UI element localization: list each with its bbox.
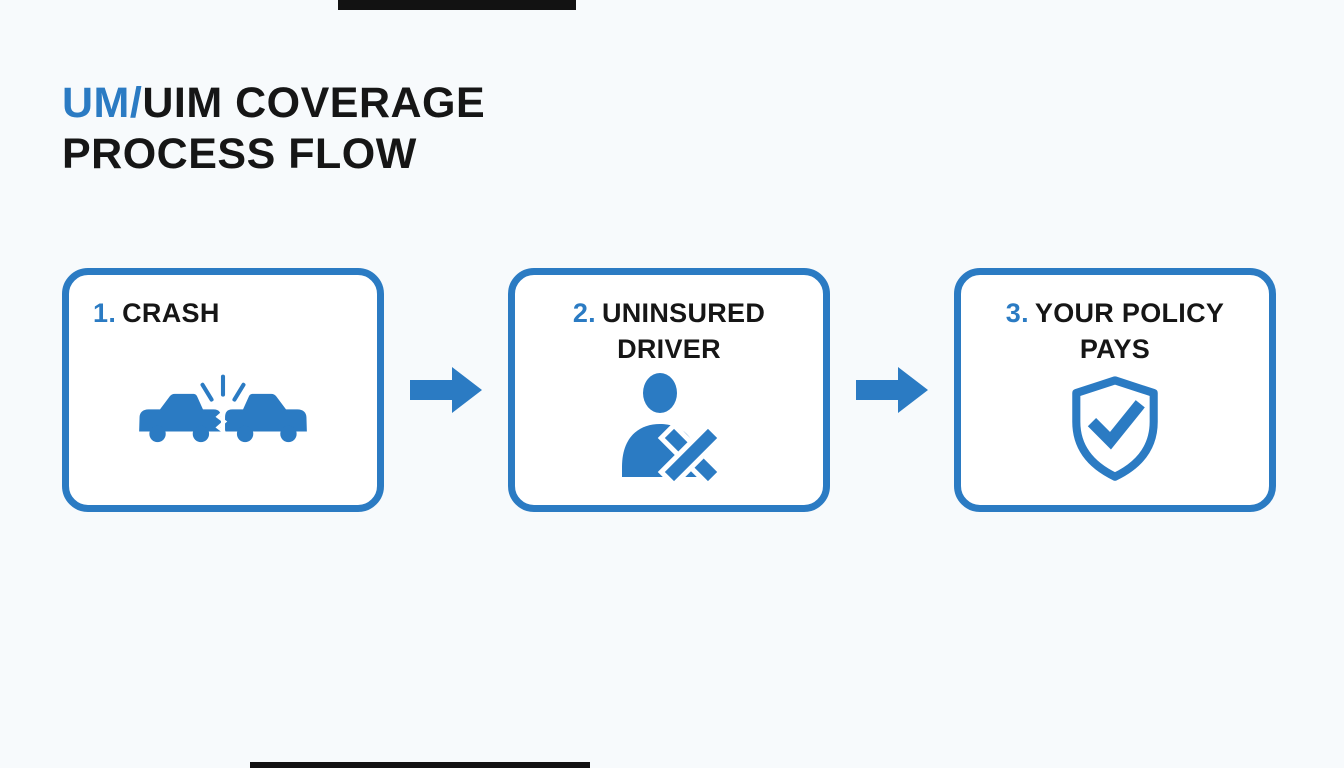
crop-artifact-top [338,0,576,10]
step-number: 1. [93,298,117,328]
crop-artifact-bottom [250,762,590,768]
title-highlight: UM/ [62,79,143,127]
car-crash-icon [139,374,307,443]
step-text: CRASH [122,298,220,328]
step-number: 3. [1005,298,1029,328]
arrow-right-icon [856,367,928,413]
step-text: UNINSURED DRIVER [601,298,766,365]
flow-connector [410,367,482,413]
step-number: 2. [572,298,596,328]
step-icon-area [985,368,1245,491]
person-x-icon [622,373,725,488]
step-text: YOUR POLICY PAYS [1034,298,1225,365]
title-line2: PROCESS FLOW [62,129,417,178]
title-rest: UIM COVERAGE [142,79,486,127]
step-label: 1.CRASH [93,295,353,331]
shield-check-icon [1072,376,1158,482]
flow-connector [856,367,928,413]
step-box-policy-pays: 3.YOUR POLICY PAYS [954,268,1276,512]
step-box-uninsured-driver: 2.UNINSURED DRIVER [508,268,830,512]
step-icon-area [93,331,353,491]
step-box-crash: 1.CRASH [62,268,384,512]
arrow-right-icon [410,367,482,413]
page-title: UM/UIM COVERAGE PROCESS FLOW [62,78,485,179]
step-icon-area [539,368,799,491]
process-flow: 1.CRASH [62,268,1276,512]
step-label: 3.YOUR POLICY PAYS [985,295,1245,368]
step-label: 2.UNINSURED DRIVER [539,295,799,368]
